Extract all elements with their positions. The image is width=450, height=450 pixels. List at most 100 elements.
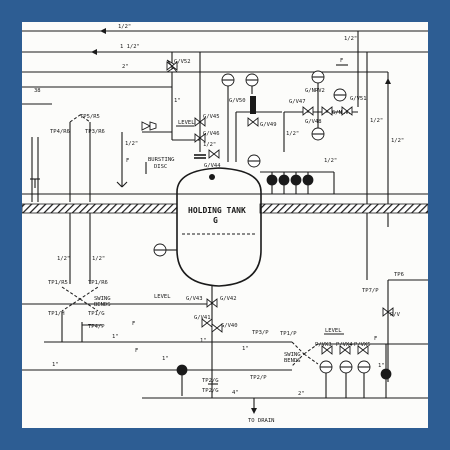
tap-label: TP1/P	[280, 331, 297, 337]
valve-gv41[interactable]	[201, 318, 213, 328]
valve-label: G/V40	[221, 323, 238, 329]
valve-gv47[interactable]	[302, 106, 314, 116]
valve-gv43[interactable]	[206, 298, 218, 308]
swing-label: SWING	[94, 296, 111, 302]
valve-gv51[interactable]	[341, 106, 353, 116]
top-pipe-1: 1/2"	[22, 24, 428, 34]
bursting-label: BURSTING	[148, 157, 175, 163]
valve-pv[interactable]	[382, 307, 394, 317]
tap-label: TP7/P	[362, 288, 379, 294]
pipe-size-label: 1/2"	[118, 24, 131, 30]
valve-gv45[interactable]	[194, 117, 206, 127]
flow-arrow	[385, 78, 391, 84]
tap-label: TP1/R6	[88, 280, 108, 286]
swing-label: SWING	[284, 352, 301, 358]
valve-gv40[interactable]	[211, 323, 223, 333]
pump-2	[278, 174, 290, 186]
valve-label: P/VX5	[354, 342, 371, 348]
valve-label: G/V46	[203, 131, 220, 137]
flow-mark: F	[132, 321, 135, 327]
pipe-size-label: 1/2"	[286, 131, 299, 137]
valve-gnrv2[interactable]	[321, 106, 333, 116]
flow-mark: F	[126, 158, 129, 164]
flow-mark: F	[135, 348, 138, 354]
valve-label: P/VX4	[336, 342, 353, 348]
pipe-size-label: 1"	[174, 98, 181, 104]
valve-label: G/V47	[289, 99, 306, 105]
top-pipe-2: 1 1/2"	[22, 44, 428, 55]
level-label: LEVEL	[178, 120, 195, 126]
pipe-size-label: 1"	[52, 362, 59, 368]
valve-label: G/V48	[305, 119, 322, 125]
instrument-br3	[357, 360, 371, 374]
tap-label: TP1/R5	[48, 280, 68, 286]
pipe-size-label: 1/2"	[391, 138, 404, 144]
valve-label: G/V41	[194, 315, 211, 321]
valve-label: G/V42	[220, 296, 237, 302]
valve-gv46[interactable]	[194, 133, 206, 143]
pipe-size-label: 1"	[112, 334, 119, 340]
tap-label: 38	[34, 88, 41, 94]
top-pipe-3: 2"	[22, 64, 388, 73]
bursting-disc	[194, 154, 206, 159]
swing-bend-right	[291, 341, 319, 367]
valve-gv49[interactable]	[247, 117, 259, 127]
pipe-size-label: 2"	[298, 391, 305, 397]
flow-mark: F	[374, 336, 377, 342]
tap-label: TP4/R6	[50, 129, 70, 135]
holding-tank	[176, 167, 262, 287]
valve-pvx5[interactable]	[357, 345, 369, 355]
swing-label: BENDS	[94, 302, 111, 308]
drain-label: TO DRAIN	[248, 418, 275, 424]
tap-label: TP3/P	[252, 330, 269, 336]
pipe-size-label: 1/2"	[344, 36, 357, 42]
tap-label: TP2/P	[250, 375, 267, 381]
swing-label: BENDS	[284, 358, 301, 364]
instrument-tank-side	[153, 243, 167, 257]
valve-label: G/V50	[229, 98, 246, 104]
valve-gv52[interactable]	[165, 59, 178, 73]
pump-3	[290, 174, 302, 186]
valve-label: G/V51	[350, 96, 367, 102]
pipe-size-label: 1/2"	[203, 142, 216, 148]
side-drop-tip	[121, 181, 128, 188]
tap-label: TP2/G	[202, 388, 219, 394]
instrument-br2	[339, 360, 353, 374]
valve-label: G/V49	[260, 122, 277, 128]
instrument-top-2	[245, 73, 259, 87]
level-label: LEVEL	[325, 328, 342, 334]
valve-label: G/V45	[203, 114, 220, 120]
tap-label: TP2/G	[202, 378, 219, 384]
valve-label: P/VX3	[315, 342, 332, 348]
pid-diagram: 1/2" 1 1/2" 2" 1/2" F 1/2" 1/2"	[22, 24, 428, 424]
instrument-p1	[311, 70, 325, 84]
tap-label: TP3/R6	[85, 129, 105, 135]
valve-pvx3[interactable]	[321, 345, 333, 355]
flow-mark: F	[340, 58, 343, 64]
instrument-br1	[319, 360, 333, 374]
tap-label: TP6	[394, 272, 404, 278]
pump-bottom-right	[380, 368, 392, 380]
swing-bend-left	[61, 286, 99, 312]
tap-label: TP4/P	[88, 324, 105, 330]
tank-id: G	[213, 216, 218, 225]
pipe-size-label: 1"	[242, 346, 249, 352]
valve-label: G/NRV2	[305, 88, 325, 94]
level-label: LEVEL	[154, 294, 171, 300]
pump-1	[266, 174, 278, 186]
bursting-label: DISC	[154, 164, 167, 170]
tank-title: HOLDING TANK	[188, 206, 246, 215]
pipe-size-label: 1/2"	[324, 158, 337, 164]
valve-label: P/V	[390, 312, 401, 318]
pipe-size-label: 4"	[232, 390, 239, 396]
tank-nozzle	[209, 174, 215, 180]
reducer	[141, 121, 157, 131]
pid-sheet: 1/2" 1 1/2" 2" 1/2" F 1/2" 1/2"	[22, 22, 428, 428]
valve-pvx4[interactable]	[339, 345, 351, 355]
pump-4	[302, 174, 314, 186]
pump-bottom-left	[176, 364, 188, 376]
valve-gv44[interactable]	[208, 149, 220, 159]
swing-bend-top	[69, 114, 91, 123]
valve-label: G/V52	[174, 59, 191, 65]
